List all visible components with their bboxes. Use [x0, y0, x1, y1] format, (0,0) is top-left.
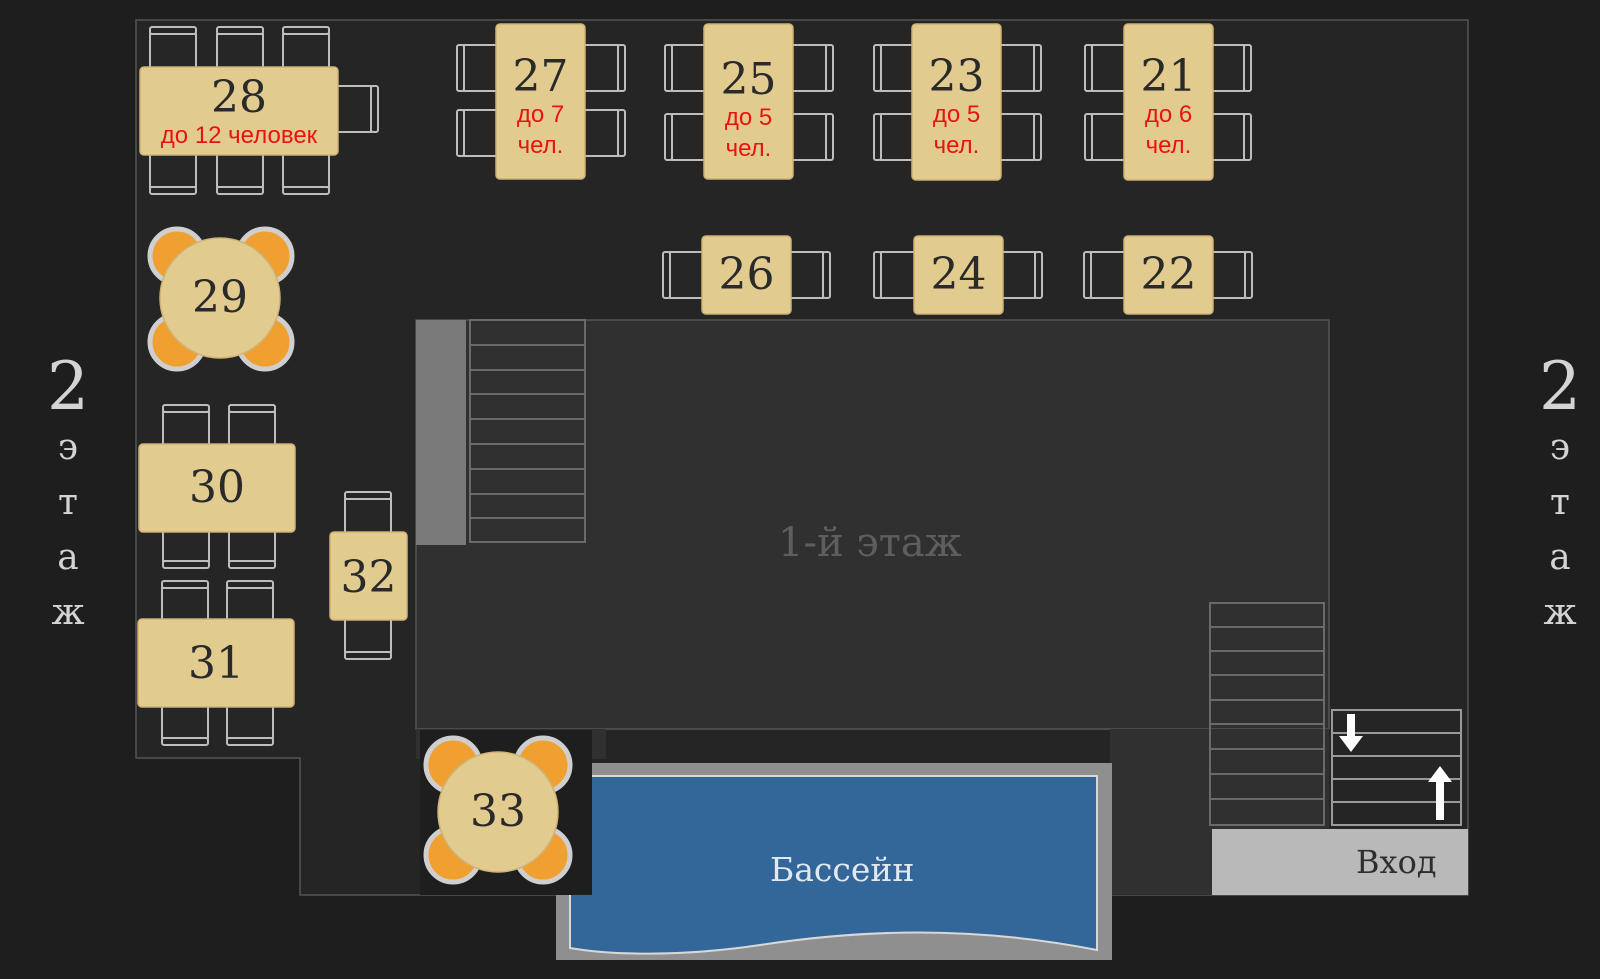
table-21[interactable] — [1123, 23, 1214, 181]
table-29[interactable] — [159, 237, 281, 359]
table-23[interactable] — [911, 23, 1002, 181]
table-25[interactable] — [703, 23, 794, 180]
floor-letter: ж — [1543, 592, 1577, 633]
first-floor-label: 1-й этаж — [778, 520, 962, 566]
floor-letter: а — [1549, 537, 1571, 578]
floor-letter: э — [1549, 427, 1571, 468]
table-26[interactable] — [701, 235, 792, 315]
staircase-left — [469, 319, 586, 543]
table-32[interactable] — [329, 531, 408, 621]
table-24[interactable] — [913, 235, 1004, 315]
second-floor-label-right: 2 э т а ж — [1530, 354, 1590, 640]
table-22[interactable] — [1123, 235, 1214, 315]
second-floor-label-left: 2 э т а ж — [38, 354, 98, 640]
table-27[interactable] — [495, 23, 586, 180]
first-floor-opening — [415, 319, 1330, 730]
staircase-right — [1209, 602, 1325, 826]
pool-label: Бассейн — [770, 850, 915, 889]
entrance-label: Вход — [1356, 843, 1437, 881]
table-30[interactable] — [138, 443, 296, 533]
entrance-area[interactable] — [1212, 829, 1468, 895]
stair-rail-left — [416, 320, 466, 545]
floor-letter: а — [57, 537, 79, 578]
floor-number: 2 — [1539, 348, 1581, 425]
stairs-up-arrow-icon — [1428, 766, 1452, 820]
floor-letter: т — [1550, 482, 1570, 523]
floor-number: 2 — [47, 348, 89, 425]
pool-water[interactable] — [569, 775, 1098, 955]
table-31[interactable] — [137, 618, 295, 708]
table-28[interactable] — [139, 66, 339, 156]
floor-letter: т — [58, 482, 78, 523]
table-33[interactable] — [437, 751, 559, 873]
stairs-down-arrow-icon — [1339, 714, 1363, 752]
floor-letter: ж — [51, 592, 85, 633]
floor-letter: э — [57, 427, 79, 468]
